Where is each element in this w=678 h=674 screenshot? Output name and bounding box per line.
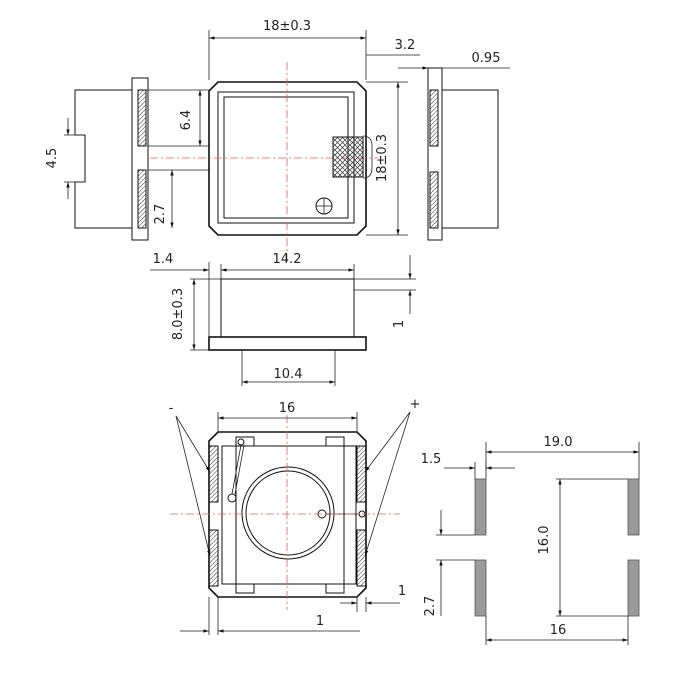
right-lead-upper bbox=[429, 89, 439, 147]
side-thickness-dim: 0.95 bbox=[472, 51, 501, 66]
footprint-pad-width-dim: 1.5 bbox=[421, 452, 442, 467]
bottom-view-lens-inner bbox=[245, 470, 331, 556]
top-height-dim: 18±0.3 bbox=[375, 134, 390, 182]
footprint-pad-length-dim: 2.7 bbox=[423, 596, 438, 617]
lead-dim: 3.2 bbox=[395, 38, 416, 53]
bottom-view-lens-outer bbox=[241, 466, 335, 560]
top-view: 18±0.3 3.2 0.95 18±0.3 6.4 4.5 2.7 bbox=[45, 19, 510, 262]
bottom-lead-right-lower bbox=[356, 529, 367, 587]
footprint-pad-left-upper bbox=[474, 478, 487, 536]
bottom-view: 16 - + 1 1 bbox=[169, 397, 421, 635]
bottom-lead-left-lower bbox=[208, 529, 219, 587]
bottom-right-gap-dim: 1 bbox=[398, 584, 406, 599]
left-lead-lower bbox=[137, 169, 147, 229]
die-pad bbox=[332, 136, 364, 178]
bottom-view-center bbox=[235, 445, 345, 585]
footprint-pad-left-lower bbox=[474, 559, 487, 617]
side-height-dim: 8.0±0.3 bbox=[171, 288, 186, 340]
right-lead-lower bbox=[429, 171, 439, 229]
lead-gap-dim: 4.5 bbox=[45, 148, 60, 169]
left-terminal-outline bbox=[74, 89, 132, 229]
right-side-body bbox=[441, 89, 499, 229]
footprint-pad-right-upper bbox=[627, 478, 640, 536]
side-view-base bbox=[208, 336, 367, 351]
bottom-view-body bbox=[208, 431, 367, 598]
bottom-lead-right-upper bbox=[356, 445, 367, 503]
footprint-height-dim: 16.0 bbox=[537, 526, 552, 555]
left-lead-upper bbox=[137, 89, 147, 147]
bottom-dim: 1 bbox=[316, 614, 324, 629]
side-bottom-width-dim: 10.4 bbox=[274, 367, 303, 382]
bottom-lead-left-upper bbox=[208, 445, 219, 503]
minus-label: - bbox=[169, 401, 174, 416]
footprint-pad-spacing-dim: 16 bbox=[550, 623, 567, 638]
side-top-width-dim: 14.2 bbox=[273, 252, 302, 267]
top-view-body bbox=[208, 81, 367, 236]
side-right-offset-dim: 1 bbox=[392, 320, 407, 328]
lead-width-dim: 2.7 bbox=[153, 204, 168, 225]
footprint-overall-width-dim: 19.0 bbox=[544, 435, 573, 450]
lead-offset-dim: 6.4 bbox=[179, 110, 194, 131]
side-view: 14.2 1.4 8.0±0.3 10.4 1 bbox=[150, 252, 416, 386]
top-width-dim: 18±0.3 bbox=[263, 19, 311, 34]
footprint-pad-right-lower bbox=[627, 559, 640, 617]
left-lead-frame bbox=[131, 77, 149, 241]
side-view-lens bbox=[220, 278, 355, 338]
footprint: 19.0 1.5 16.0 16 2.7 bbox=[421, 435, 640, 645]
side-left-offset-dim: 1.4 bbox=[153, 252, 174, 267]
plus-label: + bbox=[410, 397, 421, 412]
bottom-width-dim: 16 bbox=[279, 401, 296, 416]
